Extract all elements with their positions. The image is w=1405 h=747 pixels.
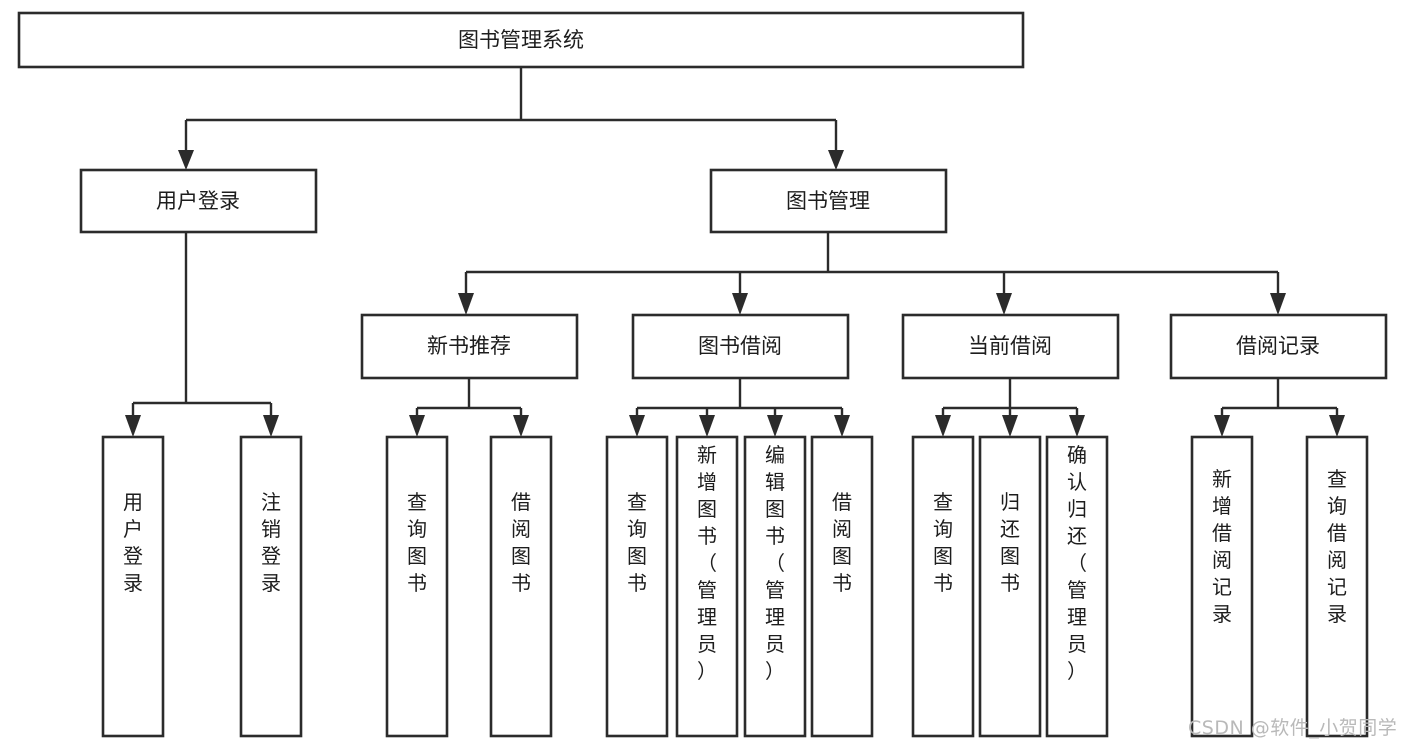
node-leaf-logout-login-label: 注销登录 [261,490,281,595]
arrow-head-leaf-add-borrow-record [1214,415,1230,437]
node-leaf-query-book-2-label: 查询图书 [627,490,647,595]
arrow-head-leaf-query-book-2 [629,415,645,437]
node-borrow-record-box[interactable] [1169,313,1388,380]
arrow-head-leaf-confirm-return-admin [1069,415,1085,437]
node-leaf-borrow-book-1[interactable]: 借阅图书 [489,435,553,738]
node-leaf-query-book-3-label: 查询图书 [933,490,953,595]
node-root-label: 图书管理系统 [458,28,584,52]
arrow-head-borrow-record [1270,293,1286,315]
node-leaf-borrow-book-1-label: 借阅图书 [511,490,531,595]
node-borrow-record-label: 借阅记录 [1236,334,1320,358]
node-leaf-query-book-2[interactable]: 查询图书 [605,435,669,738]
node-user-login[interactable]: 用户登录 [79,168,318,234]
arrow-head-leaf-user-login [125,415,141,437]
node-new-book-recommend-label: 新书推荐 [427,334,511,358]
node-leaf-query-book-3[interactable]: 查询图书 [911,435,975,738]
node-new-book-recommend-box[interactable] [360,313,579,380]
node-leaf-edit-book-admin-box[interactable] [743,435,807,738]
node-leaf-logout-login[interactable]: 注销登录 [239,435,303,738]
arrow-head-leaf-logout-login [263,415,279,437]
node-leaf-query-book-1[interactable]: 查询图书 [385,435,449,738]
node-leaf-add-book-admin-label: 新增图书（管理员） [697,443,717,683]
node-user-login-label: 用户登录 [156,189,240,213]
node-leaf-query-book-1-box[interactable] [385,435,449,738]
node-book-borrow-box[interactable] [631,313,850,380]
node-leaf-confirm-return-admin-box[interactable] [1045,435,1109,738]
arrow-head-leaf-query-book-3 [935,415,951,437]
node-leaf-add-book-admin[interactable]: 新增图书（管理员） [675,435,739,738]
node-leaf-query-book-2-box[interactable] [605,435,669,738]
node-leaf-add-borrow-record[interactable]: 新增借阅记录 [1190,435,1254,738]
connector-group-book-borrow [629,378,850,437]
node-leaf-confirm-return-admin-label: 确认归还（管理员） [1067,443,1087,683]
node-leaf-return-book[interactable]: 归还图书 [978,435,1042,738]
arrow-head-leaf-edit-book-admin [767,415,783,437]
node-leaf-logout-login-box[interactable] [239,435,303,738]
node-leaf-borrow-book-1-box[interactable] [489,435,553,738]
node-leaf-add-book-admin-box[interactable] [675,435,739,738]
node-leaf-add-borrow-record-box[interactable] [1190,435,1254,738]
node-leaf-return-book-box[interactable] [978,435,1042,738]
node-current-borrow-box[interactable] [901,313,1120,380]
connector-group-root [178,67,844,170]
node-leaf-return-book-label: 归还图书 [1000,490,1020,595]
node-leaf-user-login[interactable]: 用户登录 [101,435,165,738]
node-leaf-user-login-label: 用户登录 [123,490,143,595]
node-leaf-user-login-box[interactable] [101,435,165,738]
node-leaf-borrow-book-2-label: 借阅图书 [832,490,852,595]
node-leaf-query-borrow-record-label: 查询借阅记录 [1327,467,1347,626]
node-book-management-label: 图书管理 [786,189,870,213]
node-root[interactable]: 图书管理系统 [17,11,1025,69]
arrow-head-leaf-query-book-1 [409,415,425,437]
node-leaf-query-borrow-record-box[interactable] [1305,435,1369,738]
csdn-watermark: CSDN @软件_小贺同学 [1188,717,1398,739]
node-book-borrow[interactable]: 图书借阅 [631,313,850,380]
node-leaf-add-borrow-record-label: 新增借阅记录 [1212,467,1232,626]
node-leaf-query-borrow-record[interactable]: 查询借阅记录 [1305,435,1369,738]
connector-group-current-borrow [935,378,1085,437]
node-leaf-confirm-return-admin[interactable]: 确认归还（管理员） [1045,435,1109,738]
node-book-management[interactable]: 图书管理 [709,168,948,234]
node-root-box[interactable] [17,11,1025,69]
node-user-login-box[interactable] [79,168,318,234]
arrow-head-leaf-borrow-book-2 [834,415,850,437]
arrow-head-current-borrow [996,293,1012,315]
node-leaf-borrow-book-2[interactable]: 借阅图书 [810,435,874,738]
connector-group-book-management [458,232,1286,315]
node-borrow-record[interactable]: 借阅记录 [1169,313,1388,380]
node-new-book-recommend[interactable]: 新书推荐 [360,313,579,380]
arrow-head-book-management [828,150,844,170]
connector-group-borrow-record [1214,378,1345,437]
arrow-head-book-borrow [732,293,748,315]
arrow-head-new-book-recommend [458,293,474,315]
node-leaf-borrow-book-2-box[interactable] [810,435,874,738]
node-current-borrow[interactable]: 当前借阅 [901,313,1120,380]
node-leaf-query-book-3-box[interactable] [911,435,975,738]
node-book-management-box[interactable] [709,168,948,234]
node-leaf-query-book-1-label: 查询图书 [407,490,427,595]
connector-group-user-login [125,232,279,437]
arrow-head-leaf-add-book-admin [699,415,715,437]
arrow-head-leaf-borrow-book-1 [513,415,529,437]
arrow-head-leaf-return-book [1002,415,1018,437]
arrow-head-user-login [178,150,194,170]
node-leaf-edit-book-admin-label: 编辑图书（管理员） [765,443,785,683]
node-book-borrow-label: 图书借阅 [698,334,782,358]
arrow-head-leaf-query-borrow-record [1329,415,1345,437]
node-current-borrow-label: 当前借阅 [968,334,1052,358]
connector-group-new-book-recommend [409,378,529,437]
node-leaf-edit-book-admin[interactable]: 编辑图书（管理员） [743,435,807,738]
